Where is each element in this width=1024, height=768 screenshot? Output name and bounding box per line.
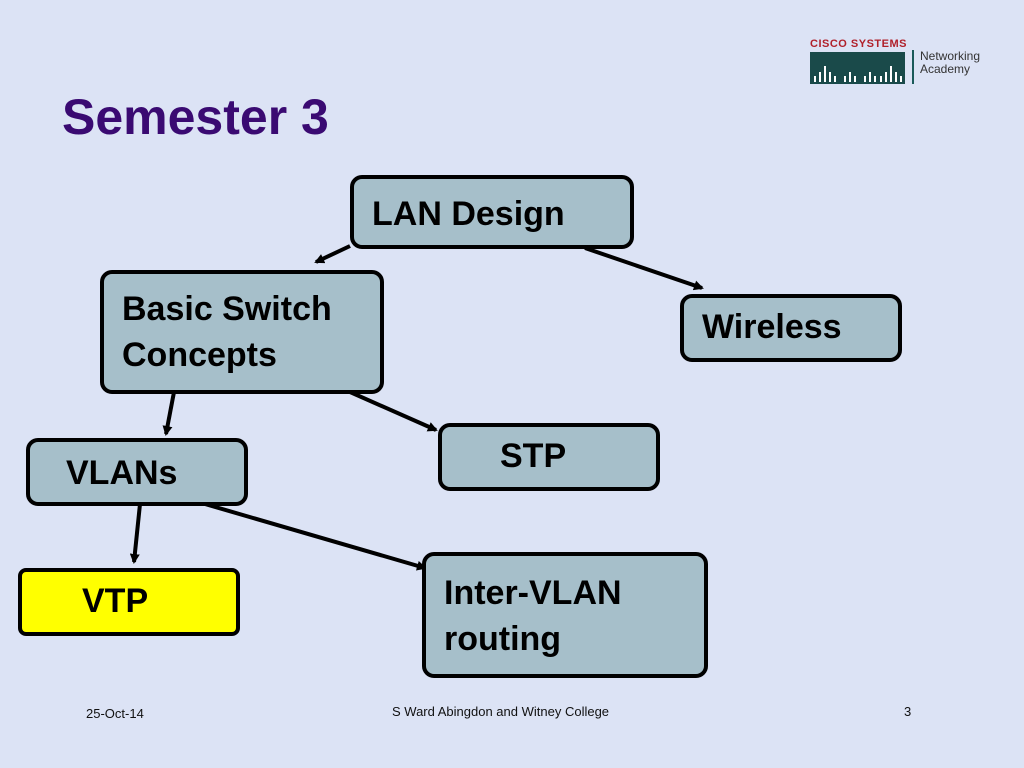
node-label-line2: routing [444, 620, 562, 658]
node-label: VLANs [66, 454, 178, 492]
node-basic-switch-concepts: Basic Switch Concepts [100, 270, 384, 394]
edge-basic-switch-to-vlans [162, 391, 176, 436]
node-label: STP [500, 437, 567, 475]
node-label-line2: Concepts [122, 336, 277, 374]
edge-vlans-to-vtp [129, 503, 142, 564]
node-label-line1: Basic Switch [122, 290, 332, 328]
logo-divider [912, 50, 914, 84]
edge-lan-to-basic-switch [314, 244, 351, 264]
edge-lan-to-wireless [584, 246, 704, 291]
node-label: VTP [82, 582, 149, 620]
node-label: Wireless [702, 308, 842, 346]
node-lan-design: LAN Design [350, 175, 634, 249]
slide-title: Semester 3 [62, 89, 329, 145]
cisco-networking-academy-logo: CISCO SYSTEMS Networking Academy [810, 38, 990, 88]
edge-vlans-to-inter-vlan [204, 502, 427, 571]
edge-basic-switch-to-stp [349, 390, 438, 432]
node-label: LAN Design [372, 195, 565, 233]
logo-brand-text: CISCO SYSTEMS [810, 38, 907, 50]
logo-subtitle: Networking Academy [920, 50, 980, 76]
footer-page-number: 3 [904, 704, 912, 719]
logo-line-academy: Academy [920, 62, 971, 76]
node-stp: STP [438, 423, 660, 491]
node-vlans: VLANs [26, 438, 248, 506]
node-wireless: Wireless [680, 294, 902, 362]
footer-date: 25-Oct-14 [86, 706, 144, 721]
cisco-bars-icon [810, 52, 905, 84]
logo-line-networking: Networking [920, 49, 981, 63]
footer-author: S Ward Abingdon and Witney College [392, 704, 610, 719]
node-vtp: VTP [18, 568, 240, 636]
node-label-line1: Inter-VLAN [444, 574, 622, 612]
node-inter-vlan-routing: Inter-VLAN routing [422, 552, 708, 678]
